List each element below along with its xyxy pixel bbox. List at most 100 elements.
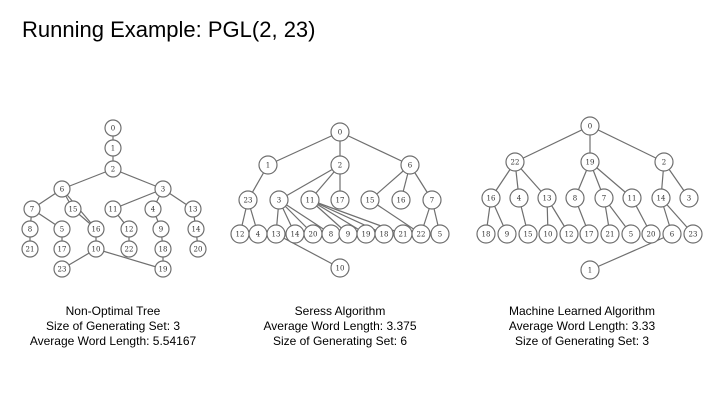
tree-node: 18 <box>154 240 172 258</box>
node-label: 14 <box>657 195 666 203</box>
tree-node: 17 <box>330 190 350 210</box>
node-label: 18 <box>159 246 168 254</box>
node-label: 0 <box>338 129 342 137</box>
node-circle <box>580 152 600 172</box>
node-circle <box>330 122 350 142</box>
node-label: 17 <box>336 197 345 205</box>
node-label: 5 <box>629 231 633 239</box>
node-label: 1 <box>111 145 115 153</box>
node-circle <box>476 224 496 244</box>
node-circle <box>187 220 205 238</box>
node-circle <box>400 155 420 175</box>
node-label: 9 <box>159 226 163 234</box>
tree-node: 8 <box>565 188 585 208</box>
node-circle <box>189 240 207 258</box>
tree-edge <box>309 199 367 235</box>
tree-node: 22 <box>411 224 431 244</box>
node-circle <box>104 119 122 137</box>
tree-node: 1 <box>580 260 600 280</box>
tree-edge <box>275 233 341 269</box>
machine-learned-caption: Machine Learned Algorithm Average Word L… <box>462 304 702 349</box>
node-label: 18 <box>380 231 389 239</box>
node-label: 9 <box>346 231 350 239</box>
tree-node: 19 <box>154 260 172 278</box>
tree-edge <box>112 168 164 190</box>
tree-node: 8 <box>321 224 341 244</box>
node-label: 3 <box>277 197 281 205</box>
tree-node: 22 <box>505 152 525 172</box>
tree-node: 0 <box>580 116 600 136</box>
node-label: 11 <box>109 206 118 214</box>
tree-node: 16 <box>87 220 105 238</box>
node-circle <box>87 220 105 238</box>
node-circle <box>559 224 579 244</box>
tree-node: 18 <box>374 224 394 244</box>
node-circle <box>53 260 71 278</box>
node-label: 19 <box>362 231 371 239</box>
node-label: 8 <box>573 195 577 203</box>
node-label: 9 <box>505 231 509 239</box>
caption-line: Average Word Length: 3.33 <box>508 319 656 333</box>
node-label: 0 <box>111 125 115 133</box>
tree-node: 3 <box>679 188 699 208</box>
node-circle <box>518 224 538 244</box>
tree-node: 1 <box>258 155 278 175</box>
tree-node: 5 <box>621 224 641 244</box>
node-circle <box>683 224 703 244</box>
node-label: 5 <box>438 231 442 239</box>
tree-node: 12 <box>230 224 250 244</box>
node-label: 6 <box>408 162 413 170</box>
node-circle <box>21 240 39 258</box>
node-label: 14 <box>192 226 201 234</box>
node-circle <box>104 139 122 157</box>
node-circle <box>621 224 641 244</box>
node-circle <box>53 240 71 258</box>
tree-node: 2 <box>330 155 350 175</box>
node-circle <box>120 240 138 258</box>
caption-line: Size of Generating Set: 3 <box>514 334 650 348</box>
node-circle <box>654 152 674 172</box>
tree-edge <box>514 125 591 163</box>
node-label: 2 <box>111 166 115 174</box>
node-circle <box>600 224 620 244</box>
node-circle <box>430 224 450 244</box>
tree-node: 17 <box>53 240 71 258</box>
node-label: 4 <box>151 206 156 214</box>
node-label: 16 <box>397 197 406 205</box>
node-label: 12 <box>236 231 245 239</box>
tree-node: 12 <box>120 220 138 238</box>
node-circle <box>330 258 350 278</box>
node-label: 21 <box>399 231 408 239</box>
node-circle <box>481 188 501 208</box>
node-label: 22 <box>125 246 134 254</box>
node-label: 16 <box>487 195 496 203</box>
tree-node: 4 <box>509 188 529 208</box>
tree-node: 3 <box>154 180 172 198</box>
tree-node: 18 <box>476 224 496 244</box>
tree-node: 10 <box>538 224 558 244</box>
tree-edge <box>61 168 114 190</box>
tree-node: 0 <box>330 122 350 142</box>
tree-node: 7 <box>422 190 442 210</box>
node-label: 7 <box>430 197 434 205</box>
tree-node: 13 <box>266 224 286 244</box>
tree-node: 15 <box>64 200 82 218</box>
tree-node: 13 <box>184 200 202 218</box>
tree-node: 14 <box>285 224 305 244</box>
node-label: 23 <box>244 197 253 205</box>
tree-node: 16 <box>391 190 411 210</box>
tree-edge <box>95 248 164 270</box>
caption-line: Machine Learned Algorithm <box>508 304 656 318</box>
tree-edge <box>369 199 422 235</box>
tree-node: 23 <box>53 260 71 278</box>
node-circle <box>330 155 350 175</box>
node-circle <box>679 188 699 208</box>
node-label: 1 <box>266 162 270 170</box>
tree-node: 20 <box>303 224 323 244</box>
node-circle <box>144 200 162 218</box>
node-circle <box>53 220 71 238</box>
tree-node: 14 <box>187 220 205 238</box>
node-label: 13 <box>543 195 552 203</box>
caption-line: Seress Algorithm <box>294 304 386 318</box>
